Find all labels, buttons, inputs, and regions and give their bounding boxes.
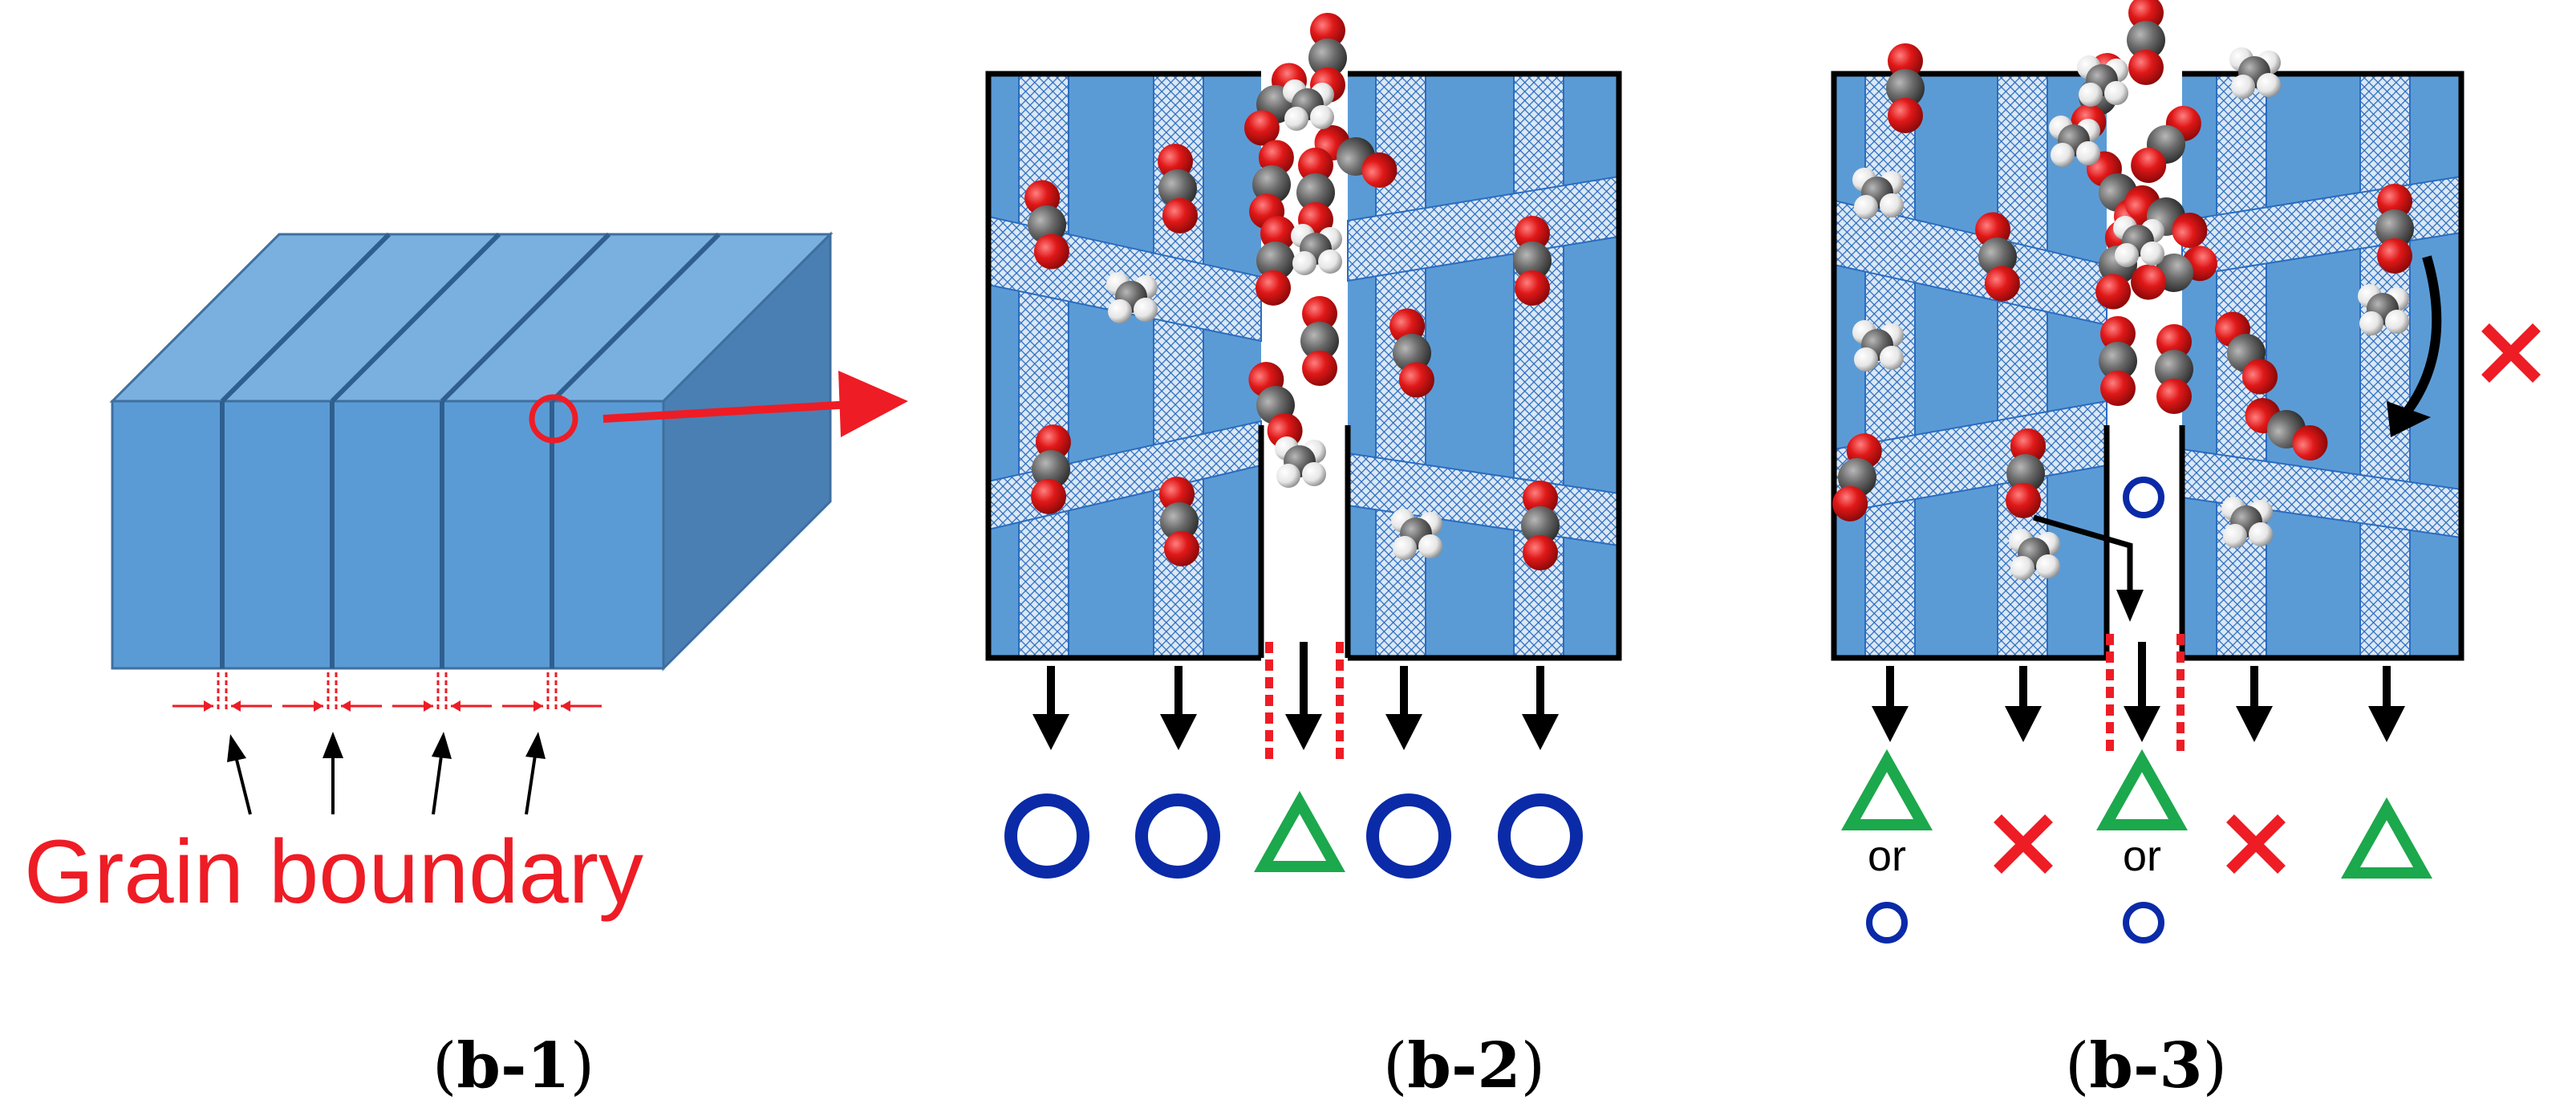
diffusion-path-arrow xyxy=(2033,514,2144,622)
panel-b2: (b-2) xyxy=(985,13,1622,1102)
good-circle xyxy=(1373,800,1445,872)
panel-label-b3: (b-3) xyxy=(2065,1029,2227,1102)
permeation-arrows-b3 xyxy=(1872,642,2405,742)
good-circle xyxy=(1504,800,1576,872)
panel-label-b2: (b-2) xyxy=(1383,1029,1545,1102)
zoom-arrow-head xyxy=(838,371,908,437)
zoom-marker-circle xyxy=(529,394,578,444)
poor-cross xyxy=(1998,818,2049,870)
blocked-path-arrow xyxy=(2387,255,2442,437)
grain-boundary-pointer-arrows xyxy=(227,732,546,815)
small-good-circle xyxy=(2126,480,2161,515)
blocked-cross xyxy=(2485,327,2537,379)
membrane-outline xyxy=(1831,71,2464,661)
panel-b3: or or (b-3) xyxy=(1827,0,2537,1102)
fair-triangle xyxy=(1264,802,1336,867)
good-circle xyxy=(1142,800,1214,872)
or-label: or xyxy=(1868,832,1906,880)
small-good-circle xyxy=(2126,905,2161,940)
grain-boundary-label: Grain boundary xyxy=(24,822,643,922)
grain-boundary-dash-b3 xyxy=(2106,634,2185,754)
fair-triangle xyxy=(2351,809,2423,873)
grain-boundary-markers xyxy=(172,672,602,712)
grain-boundary-dash-b2 xyxy=(1265,642,1344,762)
panel-label-b1: (b-1) xyxy=(432,1029,594,1102)
or-label: or xyxy=(2123,832,2161,880)
permeation-arrows-b2 xyxy=(1032,642,1559,750)
small-good-circle xyxy=(1869,905,1905,940)
outcome-symbols-b2 xyxy=(1011,800,1576,872)
crystal-front-face xyxy=(111,400,665,670)
membrane-outline xyxy=(985,71,1622,661)
fair-triangle xyxy=(2106,761,2178,825)
fair-triangle xyxy=(1851,761,1923,825)
poor-cross xyxy=(2230,818,2282,870)
panel-b1: Grain boundary (b-1) xyxy=(24,231,908,1102)
good-circle xyxy=(1011,800,1083,872)
outcome-symbols-b3: or or xyxy=(1851,761,2423,940)
grain-boundary-lines xyxy=(220,232,721,668)
